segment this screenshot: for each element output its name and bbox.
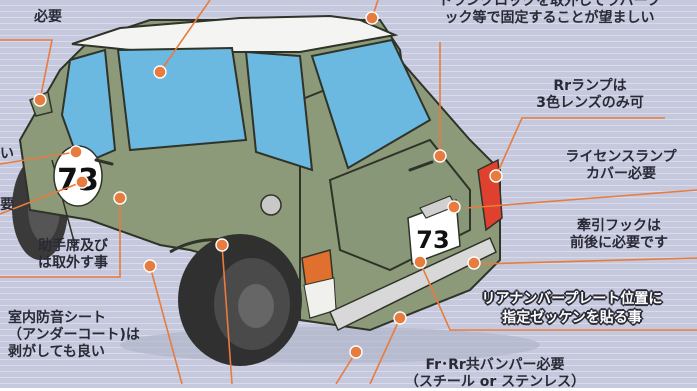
- label-sound-sheet-line1: 室内防音シート: [8, 310, 106, 326]
- label-bumper: Fr･Rr共バンパー必要 （スチール or ステンレス）: [360, 357, 630, 391]
- side-window-rear: [116, 46, 248, 152]
- label-tow-hook-line2: 前後に必要です: [570, 235, 668, 251]
- label-required-topleft: 必要: [34, 9, 62, 25]
- label-rear-plate-line1: リアナンバープレート位置に: [481, 291, 663, 307]
- label-fragment-2: 要: [0, 197, 14, 213]
- rear-bumper: [329, 236, 497, 332]
- label-rear-plate-line2: 指定ゼッケンを貼る事: [502, 310, 642, 326]
- label-trunk-lock-line2: ック等で固定することが望ましい: [444, 10, 655, 26]
- label-rear-lamp-line1: Rrランプは: [553, 78, 627, 94]
- label-passenger-seat: 助手席及び は取外す事: [0, 238, 108, 272]
- label-trunk-lock: トランクロックを取外してラバーフ ック等で固定することが望ましい: [402, 0, 697, 27]
- fuel-cap: [260, 194, 282, 216]
- rear-wheel: [178, 234, 302, 366]
- label-sound-sheet: 室内防音シート （アンダーコート)は 剥がしても良い: [8, 310, 140, 361]
- label-passenger-seat-line1: 助手席及び: [38, 238, 108, 254]
- label-license-lamp: ライセンスランプ カバー必要: [546, 149, 696, 183]
- label-rear-lamp-line2: 3色レンズのみ可: [536, 95, 644, 111]
- license-plate: 73: [407, 198, 461, 266]
- label-fragment-1: い: [0, 146, 14, 162]
- label-rear-lamp: Rrランプは 3色レンズのみ可: [515, 78, 665, 112]
- rear-window: [310, 38, 432, 170]
- quarter-window: [244, 50, 314, 172]
- label-tow-hook-line1: 牽引フックは: [577, 218, 661, 234]
- label-tow-hook: 牽引フックは 前後に必要です: [544, 218, 694, 252]
- label-sound-sheet-line3: 剥がしても良い: [8, 344, 105, 360]
- label-license-lamp-line2: カバー必要: [586, 166, 656, 182]
- label-trunk-lock-line1: トランクロックを取外してラバーフ: [438, 0, 661, 9]
- label-license-lamp-line1: ライセンスランプ: [565, 149, 677, 165]
- label-sound-sheet-line2: （アンダーコート)は: [8, 327, 140, 343]
- label-rear-plate: リアナンバープレート位置に 指定ゼッケンを貼る事: [452, 290, 692, 328]
- label-passenger-seat-line2: は取外す事: [38, 255, 108, 271]
- plate-number: 73: [416, 226, 449, 254]
- label-bumper-line2: （スチール or ステンレス）: [404, 374, 586, 390]
- label-bumper-line1: Fr･Rr共バンパー必要: [425, 357, 565, 373]
